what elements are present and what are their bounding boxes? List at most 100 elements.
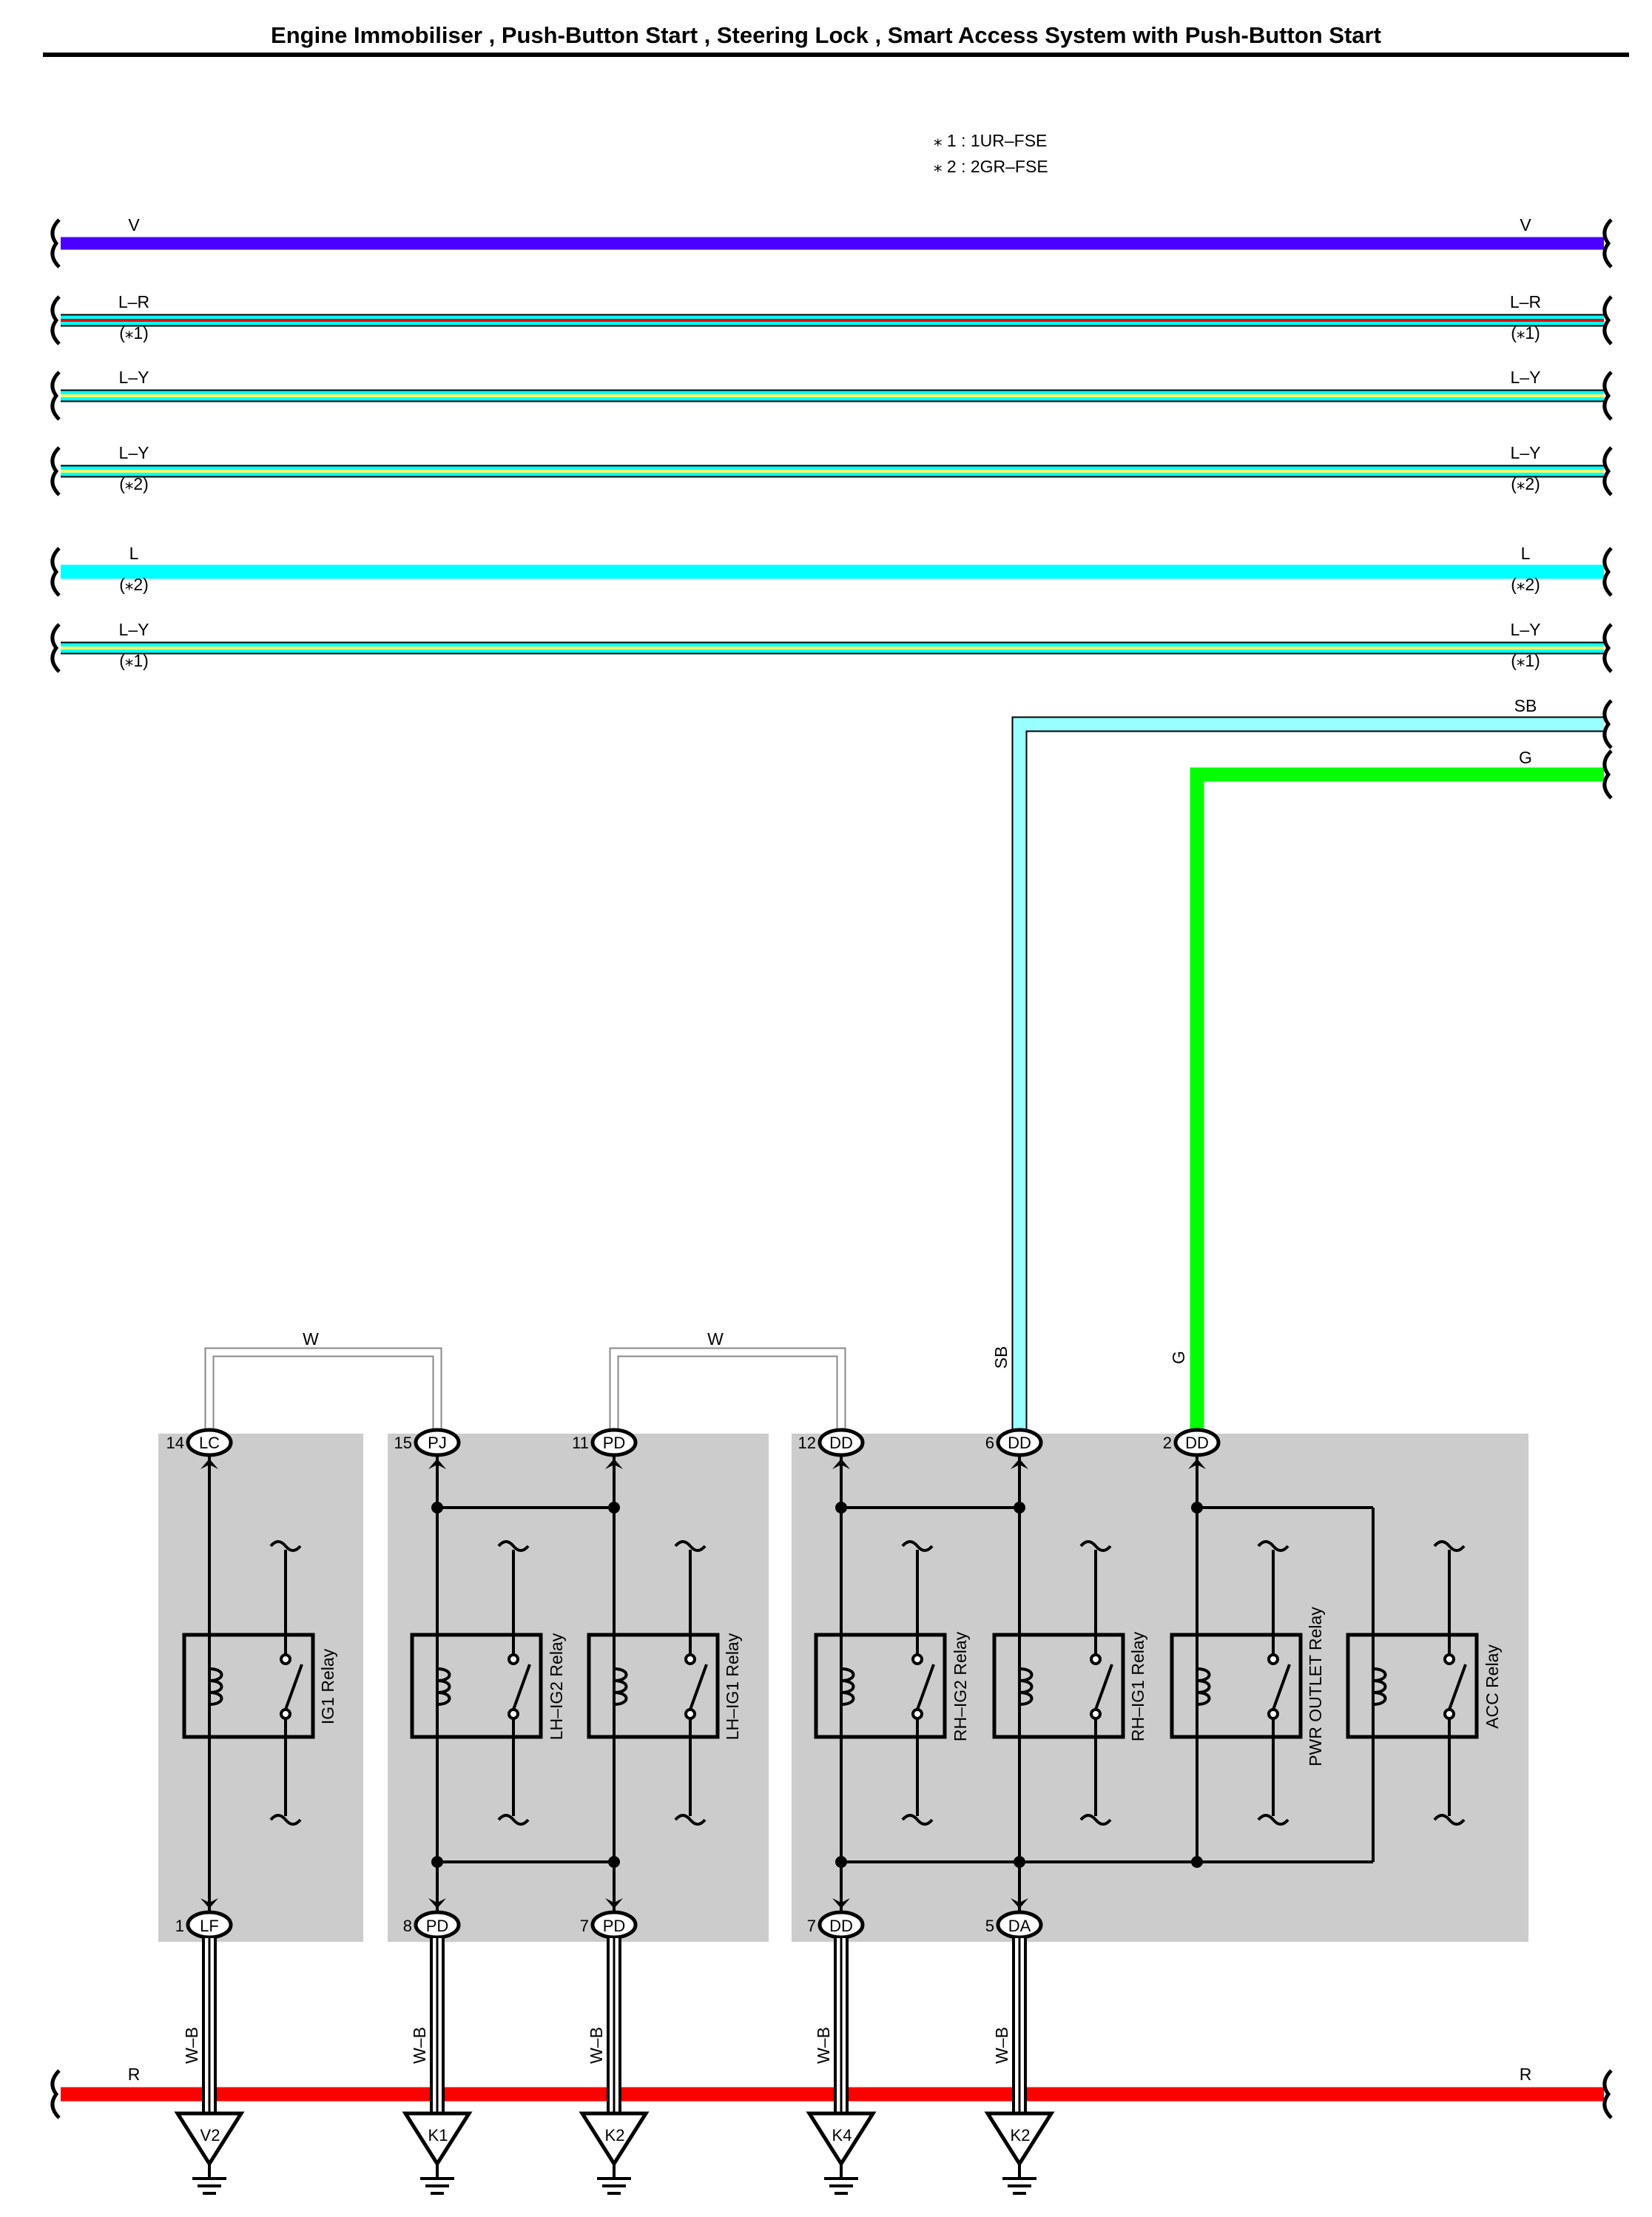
- ground-code: K2: [605, 2126, 625, 2145]
- switch-contact: [1443, 1708, 1455, 1720]
- connector-pin: [996, 1428, 1043, 1457]
- bus-wire-label: L–Y: [119, 443, 149, 462]
- ground-codes: V2 K1 K2 K4 K2: [200, 2126, 1031, 2145]
- wire-continuation-mark: [497, 1814, 530, 1826]
- switch-blade: [284, 1664, 303, 1710]
- internal-wiring: [182, 1347, 1479, 1940]
- bus-wire-note: (⁎1): [1511, 651, 1540, 670]
- junction-dot: [835, 1502, 847, 1514]
- junction-dot: [835, 1856, 847, 1868]
- connector-pin: [1173, 1428, 1221, 1457]
- bus-wire-note: (⁎2): [1511, 575, 1540, 594]
- relay-body: [182, 1633, 315, 1739]
- note-2: ⁎ 2 : 2GR–FSE: [934, 157, 1048, 176]
- switch-contact: [1443, 1653, 1455, 1665]
- relay-box: [792, 1434, 1528, 1942]
- bottom-pin-num: 7: [807, 1917, 816, 1935]
- wire-continuation-mark: [1079, 1814, 1112, 1826]
- junction-dot: [431, 1856, 443, 1868]
- top-pin-num: 6: [985, 1434, 994, 1452]
- wire-continuation-mark: [269, 1540, 302, 1552]
- wire-break-mark: [50, 446, 61, 496]
- wire-continuation-mark: [901, 1540, 934, 1552]
- wire-break-mark: [50, 218, 61, 269]
- sb-wire-label-vertical: SB: [991, 1346, 1011, 1369]
- relay-coil: [1019, 1667, 1034, 1706]
- bottom-pin-code: PD: [426, 1917, 449, 1935]
- wire-break-mark: [50, 2069, 61, 2119]
- ground-triangle: [579, 2111, 650, 2167]
- bus-wire-label: L–Y: [119, 620, 149, 639]
- bus-wire-label: L–Y: [1511, 368, 1541, 387]
- top-pin-code: DD: [829, 1434, 853, 1452]
- relay-body: [992, 1633, 1125, 1739]
- sb-wire: [1013, 718, 1604, 1432]
- switch-contact: [911, 1708, 923, 1720]
- bus-wire-label: L–Y: [119, 368, 149, 387]
- wire-break-mark: [1602, 295, 1613, 345]
- wire-break-mark: [1602, 218, 1613, 269]
- top-pin-code: PJ: [428, 1434, 447, 1452]
- bottom-pin-code: LF: [200, 1917, 219, 1935]
- junction-dot: [1191, 1502, 1203, 1514]
- relay-body: [410, 1633, 543, 1739]
- wire-continuation-mark: [1433, 1814, 1466, 1826]
- r-bus-label-left: R: [128, 2065, 141, 2084]
- ground-wire-label: W–B: [992, 2027, 1011, 2064]
- relay-box: [388, 1434, 769, 1942]
- ground-code: K2: [1011, 2126, 1031, 2145]
- arrow-down: [605, 1898, 623, 1909]
- wire-break-mark: [1602, 749, 1613, 800]
- relay-coil: [613, 1667, 628, 1706]
- bus-wire-note: (⁎2): [119, 474, 149, 493]
- r-bus-label-right: R: [1520, 2065, 1532, 2084]
- relay-coil: [840, 1667, 855, 1706]
- switch-blade: [1094, 1664, 1113, 1710]
- connector-pin: [996, 1910, 1043, 1940]
- relay-coil: [436, 1667, 451, 1706]
- bottom-pin-num: 8: [403, 1917, 412, 1935]
- wire-continuation-mark: [674, 1814, 707, 1826]
- junction-dot: [1014, 1856, 1025, 1868]
- g-wire-label-right: G: [1519, 748, 1532, 767]
- bottom-pin-num: 5: [985, 1917, 994, 1935]
- switch-contact: [280, 1653, 291, 1665]
- top-pin-num: 12: [798, 1434, 816, 1452]
- connector-pin: [186, 1428, 233, 1457]
- switch-blade: [689, 1664, 708, 1710]
- bottom-pin-code: DA: [1008, 1917, 1031, 1935]
- connector-pin: [590, 1910, 638, 1940]
- wire-break-mark: [50, 547, 61, 597]
- wire-continuation-mark: [269, 1814, 302, 1826]
- relay-label: PWR OUTLET Relay: [1306, 1607, 1325, 1766]
- switch-blade: [512, 1664, 531, 1710]
- ground-wire-label: W–B: [410, 2027, 429, 2064]
- wire-continuation-mark: [901, 1814, 934, 1826]
- wire-break-mark: [1602, 2069, 1613, 2119]
- arrow-up: [1011, 1459, 1028, 1469]
- arrow-up: [605, 1459, 623, 1469]
- switch-contact: [1267, 1708, 1279, 1720]
- ground-triangle: [806, 2111, 877, 2167]
- wire-break-mark: [50, 371, 61, 421]
- wire-break-mark: [1602, 371, 1613, 421]
- w-jumper-outline: [609, 1347, 846, 1434]
- switch-contact: [508, 1708, 519, 1720]
- relay-body: [1170, 1633, 1303, 1739]
- g-wire: [1190, 767, 1604, 1432]
- bus-wire-label: L–Y: [1511, 443, 1541, 462]
- ground-code: K1: [428, 2126, 448, 2145]
- arrow-up: [428, 1459, 446, 1469]
- wire-continuation-mark: [674, 1540, 707, 1552]
- jumper-label-1: W: [303, 1329, 319, 1349]
- switch-contact: [508, 1653, 519, 1665]
- relay-label: LH–IG1 Relay: [723, 1633, 742, 1740]
- wire-break-mark: [50, 623, 61, 673]
- feed-wires: [1011, 699, 1613, 1432]
- bottom-pin-code: DD: [829, 1917, 853, 1935]
- sb-wire-label-right: SB: [1514, 696, 1537, 715]
- junction-dot: [608, 1502, 620, 1514]
- bottom-pin-num: 7: [580, 1917, 589, 1935]
